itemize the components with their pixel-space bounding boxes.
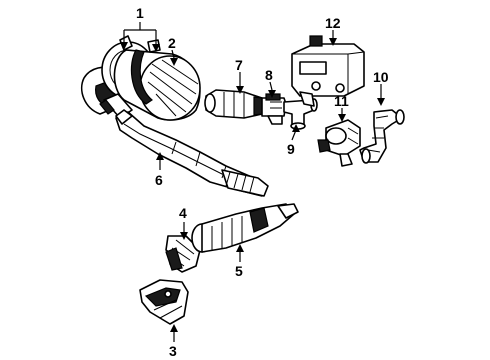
callout-4: 4 [179,205,187,221]
sensor-part [261,93,287,125]
intake-duct [115,109,269,197]
reservoir [291,35,365,107]
callout-10: 10 [373,69,389,85]
callout-8: 8 [265,67,273,83]
callout-3: 3 [169,343,177,359]
callout-12: 12 [325,15,341,31]
connector-duct [191,203,299,253]
callout-1: 1 [136,5,144,21]
elbow-part [165,235,201,273]
valve-actuator [317,119,361,167]
curved-hose [359,109,405,164]
lower-bracket [139,279,189,325]
callout-9: 9 [287,141,295,157]
callout-11: 11 [334,93,349,109]
leader-lines [120,22,385,342]
callout-7: 7 [235,57,243,73]
callout-6: 6 [155,172,163,188]
callout-5: 5 [235,263,243,279]
callout-labels: 1 2 3 4 5 6 7 8 9 10 11 12 [136,5,389,359]
callout-2: 2 [168,35,176,51]
air-cleaner-assembly [80,35,201,121]
rubber-boot [204,89,263,119]
